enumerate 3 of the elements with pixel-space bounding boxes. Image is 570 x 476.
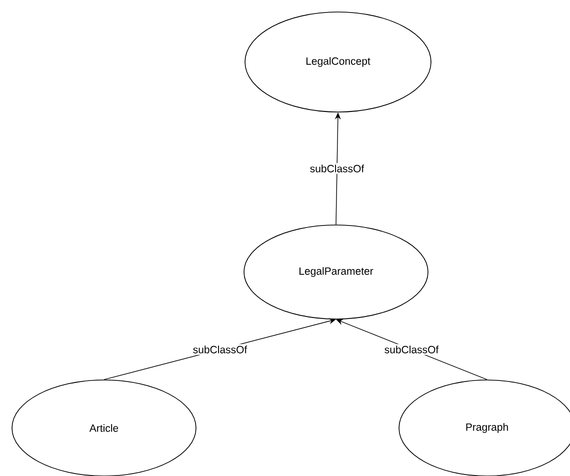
edge-label: subClassOf [191,344,249,355]
edge-label: subClassOf [382,344,440,355]
edge-label: subClassOf [308,163,366,174]
